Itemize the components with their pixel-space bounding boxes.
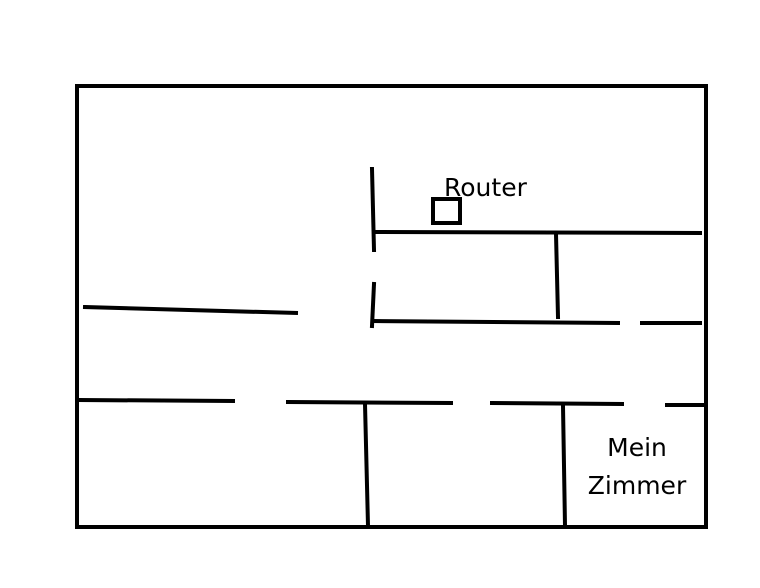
- wall-segment: [285, 399, 454, 406]
- wall-segment: [369, 166, 377, 253]
- wall-segment: [489, 400, 625, 407]
- wall-segment: [553, 231, 561, 320]
- wall-segment: [76, 397, 236, 404]
- wall-segment: [372, 229, 703, 236]
- wall-segment: [362, 401, 371, 529]
- outer-wall: [75, 84, 708, 529]
- wall-segment: [560, 403, 568, 529]
- wall-segment: [370, 318, 621, 326]
- router-label: Router: [444, 173, 528, 202]
- wall-segment: [82, 304, 299, 316]
- interior-walls: [76, 166, 706, 529]
- my-room-label-line1: Mein: [607, 433, 667, 462]
- my-room-label-line2: Zimmer: [588, 471, 687, 500]
- router-icon: [431, 197, 462, 225]
